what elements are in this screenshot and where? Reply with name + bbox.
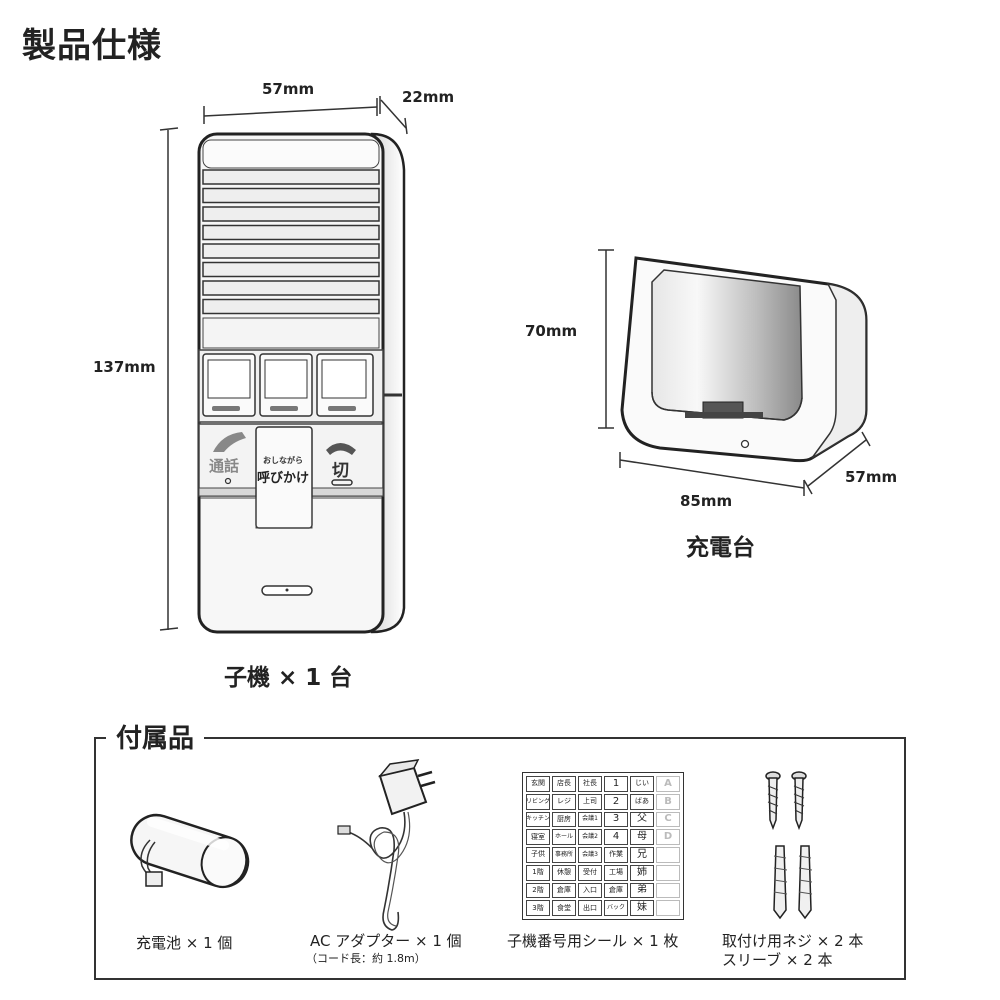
- sticker-cell: 厨房: [552, 811, 576, 828]
- sticker-cell: 兄: [630, 847, 654, 863]
- sticker-cell: 店長: [552, 776, 576, 792]
- sticker-cell: 会議1: [578, 811, 602, 828]
- sticker-cell: 寝室: [526, 829, 550, 845]
- speaker-slat: [202, 261, 380, 278]
- sticker-cell: 母: [630, 829, 654, 845]
- sticker-cell: 姉: [630, 864, 654, 881]
- sticker-cell: ばあ: [630, 793, 654, 810]
- screw-label-2: スリーブ × 2 本: [722, 951, 833, 969]
- sticker-cell: 会議2: [578, 829, 602, 845]
- accessories-box: [94, 737, 906, 980]
- handset-caption: 子機 × 1 台: [224, 665, 353, 691]
- sticker-cell: 工場: [604, 864, 628, 881]
- sleeve-1: [773, 845, 788, 920]
- speaker-slat: [202, 224, 380, 241]
- off-button-label[interactable]: 切: [332, 461, 349, 481]
- sticker-cell: 1: [604, 776, 628, 792]
- sticker-cell: バック: [604, 900, 628, 916]
- memory-button-3[interactable]: [316, 353, 374, 417]
- sticker-cell: [656, 864, 680, 881]
- sticker-cell: 子供: [526, 847, 550, 863]
- sticker-cell: 受付: [578, 864, 602, 881]
- sticker-cell: 弟: [630, 882, 654, 899]
- sticker-cell: 社長: [578, 776, 602, 792]
- sticker-cell: 会議3: [578, 847, 602, 863]
- speaker-slat: [202, 169, 380, 185]
- handset-height-label: 137mm: [93, 358, 156, 376]
- sticker-cell: 3階: [526, 900, 550, 916]
- screw-1: [765, 771, 781, 831]
- sticker-cell: [656, 900, 680, 916]
- charger-depth-label: 57mm: [845, 468, 898, 486]
- battery-label: 充電池 × 1 個: [136, 934, 233, 952]
- sticker-cell: じい: [630, 776, 654, 792]
- talk-phone-icon: [213, 432, 246, 452]
- accessories-title: 付属品: [106, 718, 205, 755]
- screw-label-1: 取付け用ネジ × 2 本: [722, 932, 864, 950]
- sticker-cell: 妹: [630, 900, 654, 916]
- adapter-label: AC アダプター × 1 個: [310, 932, 462, 950]
- memory-button-2[interactable]: [259, 353, 313, 417]
- sticker-cell: 上司: [578, 793, 602, 810]
- screw-2: [791, 771, 807, 831]
- call-button-small-label: おしながら: [263, 456, 303, 465]
- charger-width-label: 85mm: [680, 492, 733, 510]
- charger-caption: 充電台: [686, 535, 755, 561]
- page-title: 製品仕様: [22, 26, 162, 66]
- sticker-cell: レジ: [552, 793, 576, 810]
- sticker-cell: [656, 882, 680, 899]
- sticker-cell: 出口: [578, 900, 602, 916]
- sticker-cell: B: [656, 793, 680, 810]
- speaker-slat: [202, 280, 380, 296]
- sticker-cell: 4: [604, 829, 628, 845]
- sticker-cell: 2階: [526, 882, 550, 899]
- sticker-cell: リビング: [526, 793, 550, 810]
- talk-button-label[interactable]: 通話: [209, 457, 240, 475]
- sticker-cell: 3: [604, 811, 628, 828]
- sticker-cell: D: [656, 829, 680, 845]
- sticker-cell: 倉庫: [604, 882, 628, 899]
- sticker-cell: [656, 847, 680, 863]
- handset-depth-label: 22mm: [402, 88, 455, 106]
- call-button-label[interactable]: 呼びかけ: [257, 471, 310, 486]
- sticker-cell: A: [656, 776, 680, 792]
- speaker-slat: [202, 206, 380, 222]
- sleeve-2: [798, 845, 813, 920]
- adapter-sub-label: （コード長：約 1.8m）: [306, 952, 426, 965]
- speaker-slat: [202, 298, 380, 315]
- charger-height-label: 70mm: [525, 322, 578, 340]
- sticker-cell: 入口: [578, 882, 602, 899]
- handset-width-label: 57mm: [262, 80, 315, 98]
- sticker-cell: キッチン: [526, 811, 550, 828]
- sticker-cell: 倉庫: [552, 882, 576, 899]
- charger-led: [740, 439, 750, 449]
- sticker-cell: 食堂: [552, 900, 576, 916]
- hangup-phone-icon: [326, 443, 356, 455]
- sticker-cell: 1階: [526, 864, 550, 881]
- sticker-label: 子機番号用シール × 1 枚: [507, 932, 679, 950]
- sticker-cell: 作業: [604, 847, 628, 863]
- speaker-slat: [202, 187, 380, 204]
- sticker-cell: 事務所: [552, 847, 576, 863]
- speaker-slat: [202, 243, 380, 259]
- sticker-cell: 2: [604, 793, 628, 810]
- sticker-cell: C: [656, 811, 680, 828]
- sticker-cell: ホール: [552, 829, 576, 845]
- sticker-cell: 玄関: [526, 776, 550, 792]
- memory-button-1[interactable]: [202, 353, 256, 417]
- sticker-cell: 休憩: [552, 864, 576, 881]
- sticker-cell: 父: [630, 811, 654, 828]
